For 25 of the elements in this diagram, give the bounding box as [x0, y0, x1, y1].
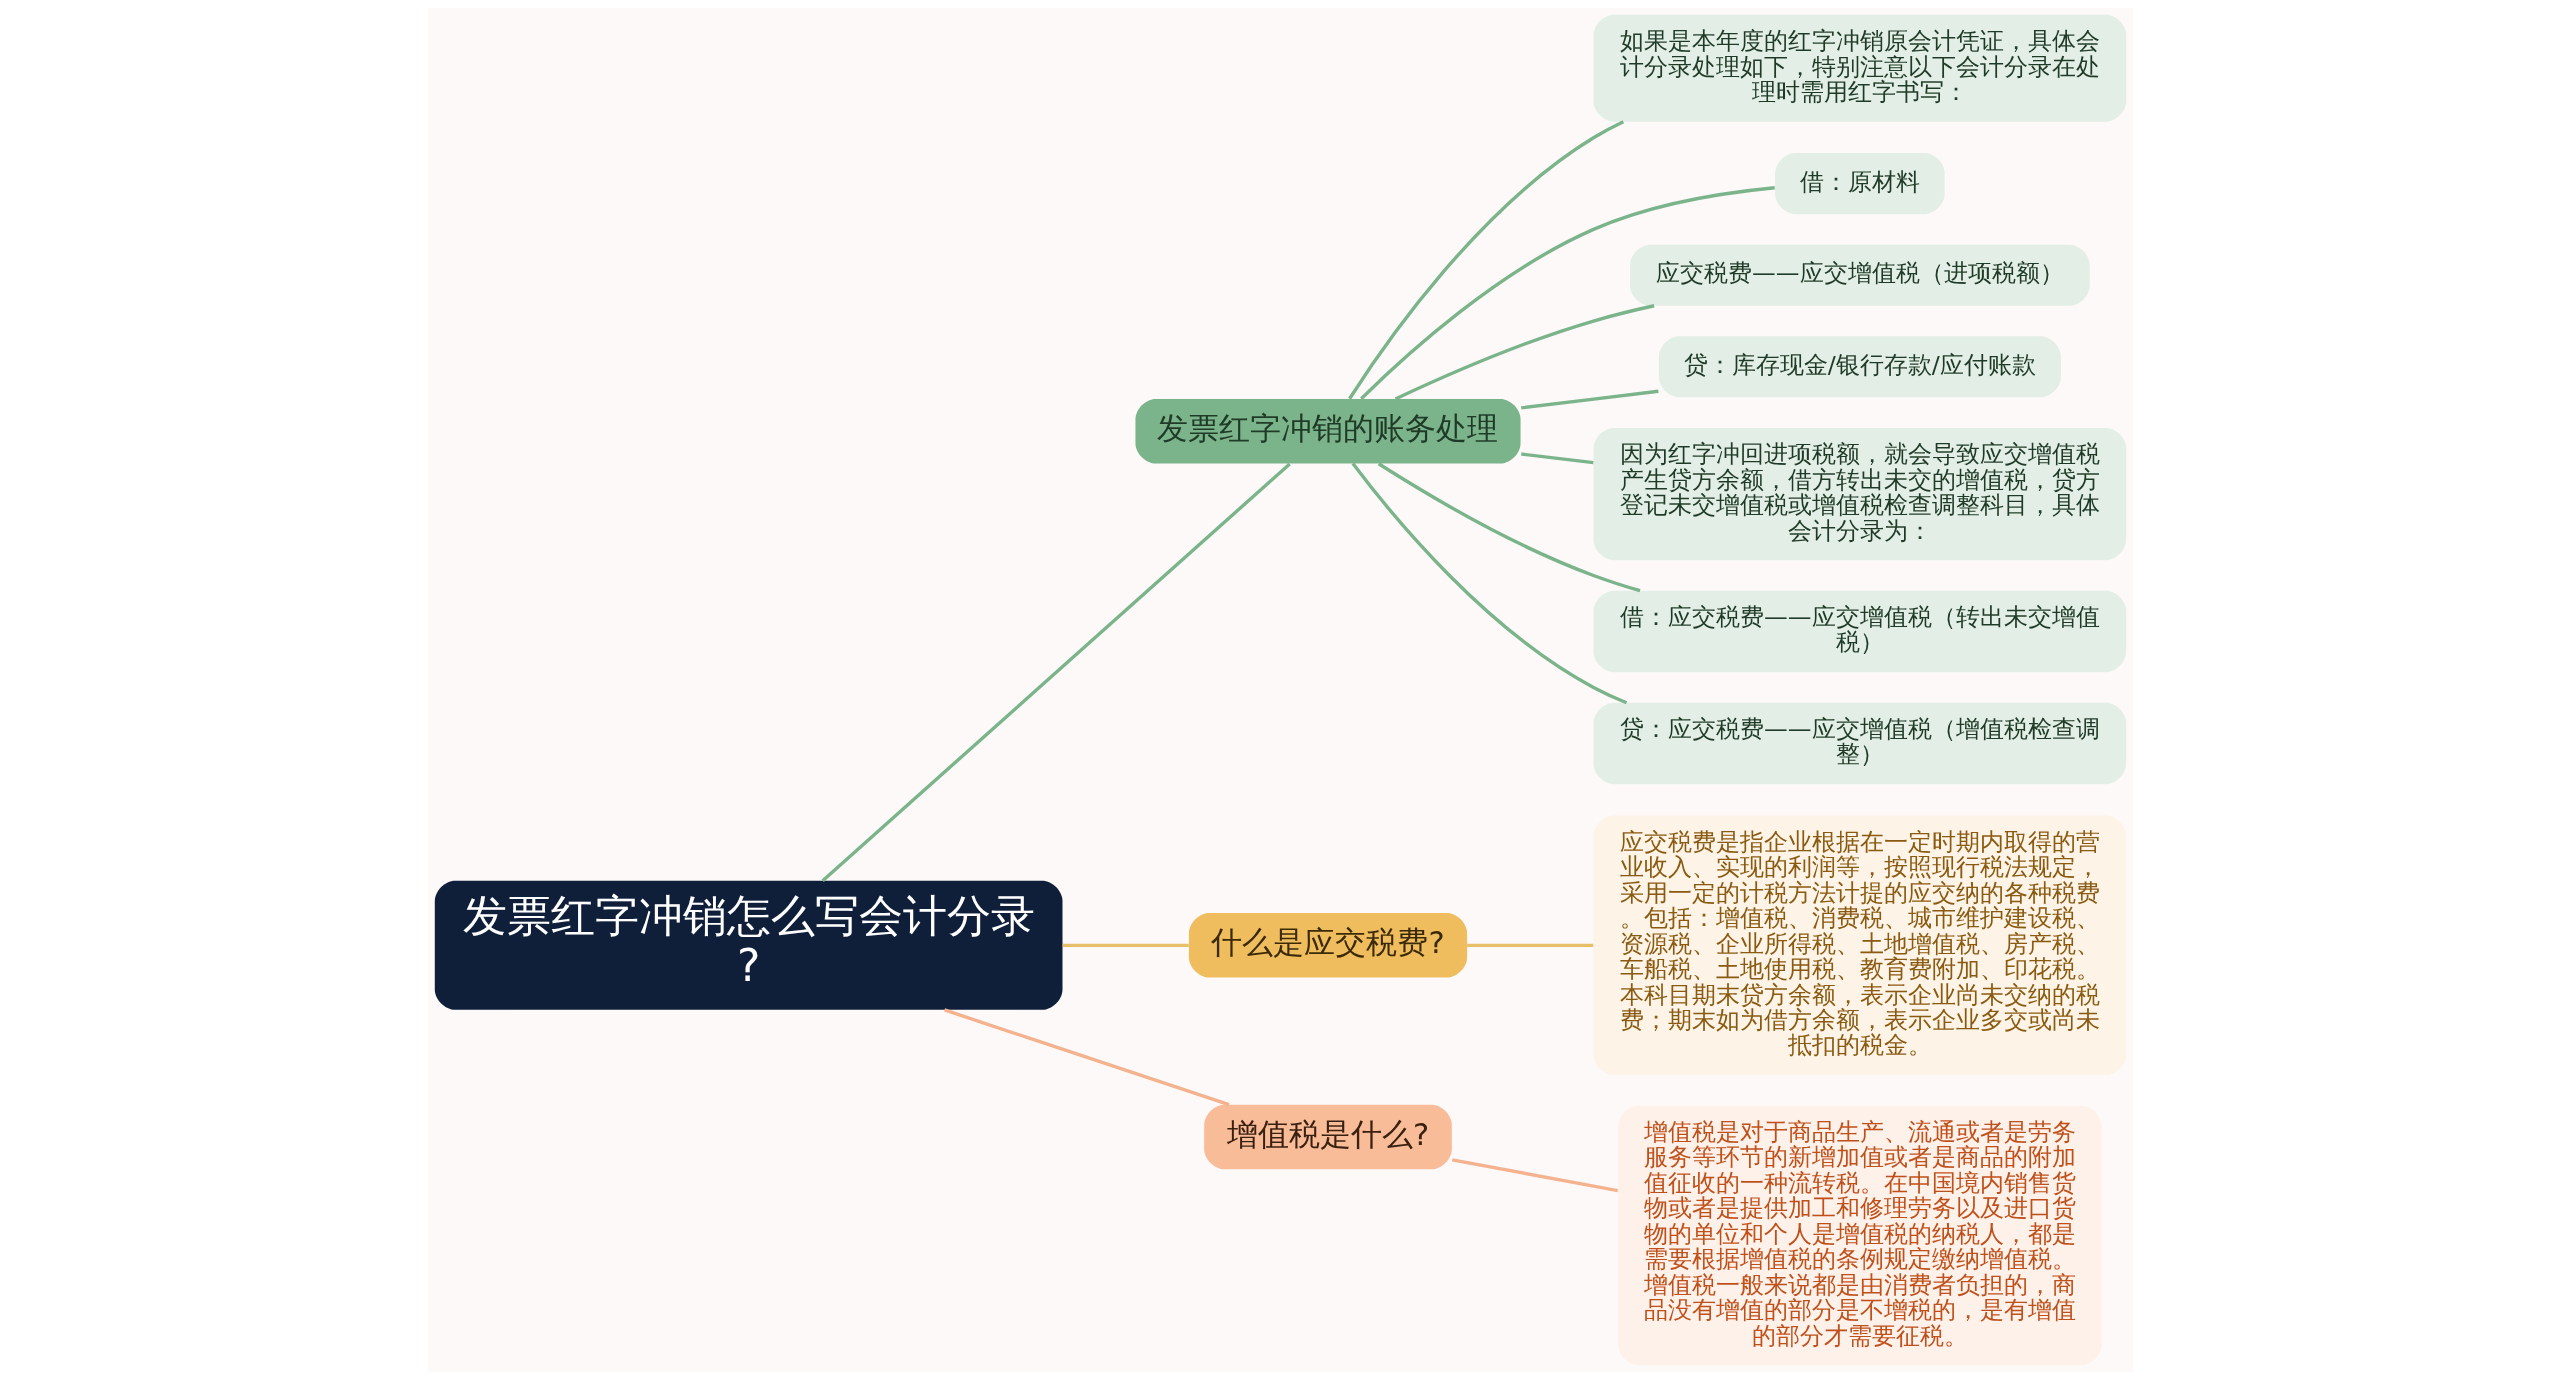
connector [1520, 389, 1659, 410]
node-box: 贷：应交税费——应交增值税（增值税检查调整） [1593, 702, 2126, 785]
node-box: 借：原材料 [1774, 153, 1945, 215]
node-box: 发票红字冲销怎么写会计分录? [434, 880, 1062, 1010]
connector [1377, 462, 1641, 593]
node-box: 因为红字冲回进项税额，就会导致应交增值税产生贷方余额，借方转出未交的增值税，贷方登记未交增值税或增值税检查调整科目，具体会计分录为： [1593, 427, 2126, 561]
node-box: 应交税费是指企业根据在一定时期内取得的营业收入、实现的利润等，按照现行税法规定，采用一定的计税方法计提的应交纳的各种税费。包括：增值税、消费税、城市维护建设税、资源税、企业所得税、土地增值税、房产税、车船税、土地使用税、教育费附加、印花税。本科目期末贷方余额，表示企业尚未交纳的税费；期末如为借方余额，表示企业多交或尚未抵扣的税金。 [1593, 815, 2126, 1076]
connector [943, 1008, 1230, 1107]
node-box: 借：应交税费——应交增值税（转出未交增值税） [1593, 590, 2126, 673]
connector [1347, 120, 1624, 400]
node-box: 应交税费——应交增值税（进项税额） [1629, 244, 2090, 306]
connector [1466, 943, 1593, 948]
node-box: 发票红字冲销的账务处理 [1134, 399, 1521, 464]
node-box: 增值税是什么? [1203, 1104, 1452, 1170]
connector [1451, 1158, 1618, 1193]
connector [1359, 186, 1775, 400]
connector [821, 462, 1291, 882]
node-box: 如果是本年度的红字冲销原会计凭证，具体会计分录处理如下，特别注意以下会计分录在处理时需用红字书写： [1593, 14, 2126, 122]
connector [1351, 462, 1627, 705]
node-box: 什么是应交税费? [1188, 913, 1467, 978]
connector [1520, 452, 1594, 465]
connector [1062, 943, 1189, 948]
connector [1394, 304, 1654, 401]
node-box: 贷：库存现金/银行存款/应付账款 [1658, 336, 2061, 398]
node-box: 增值税是对于商品生产、流通或者是劳务服务等环节的新增加值或者是商品的附加值征收的一种流转税。在中国境内销售货物或者是提供加工和修理劳务以及进口货物的单位和个人是增值税的纳税人，都是需要根据增值税的条例规定缴纳增值税。增值税一般来说都是由消费者负担的，商品没有增值的部分是不增税的，是有增值的部分才需要征税。 [1617, 1105, 2102, 1366]
